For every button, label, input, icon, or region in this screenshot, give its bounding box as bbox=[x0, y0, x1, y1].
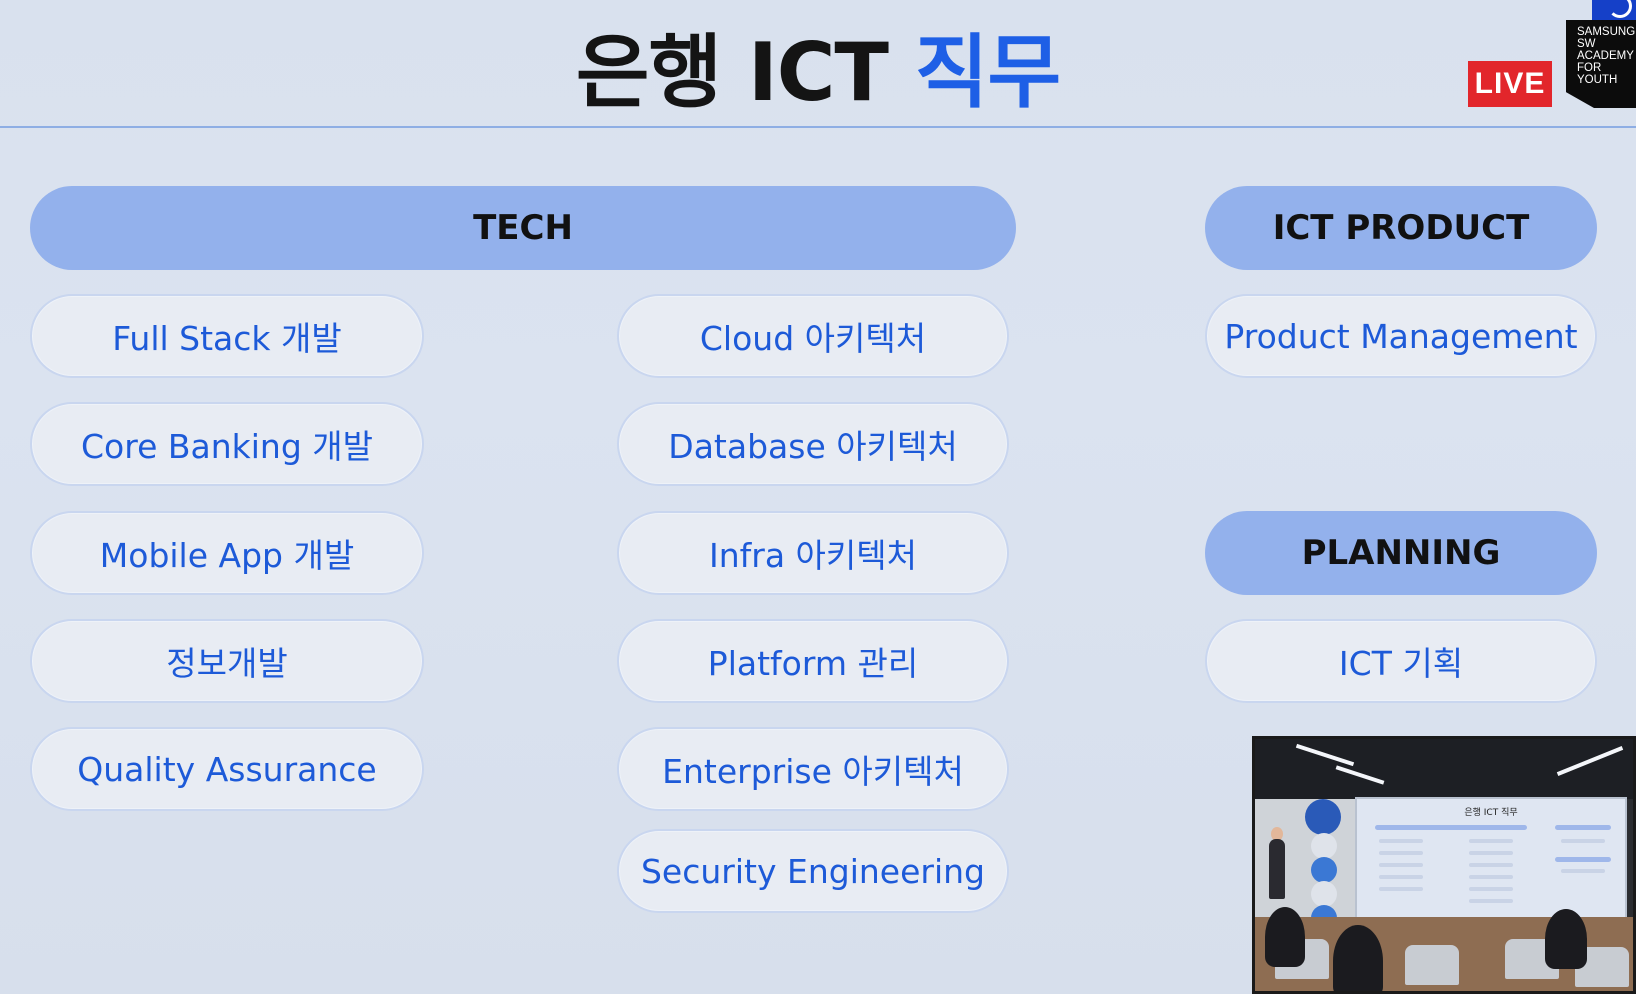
job-item-enterprise-architecture: Enterprise 아키텍처 bbox=[617, 727, 1009, 811]
job-item-ict-planning: ICT 기획 bbox=[1205, 619, 1597, 703]
slide-title-accent: 직무 bbox=[914, 26, 1061, 119]
chair bbox=[1405, 945, 1459, 985]
mini-item bbox=[1379, 875, 1423, 879]
presenter bbox=[1269, 839, 1285, 899]
mini-header-bar bbox=[1555, 857, 1611, 862]
mini-item bbox=[1561, 839, 1605, 843]
job-item-database-architecture: Database 아키텍처 bbox=[617, 402, 1009, 486]
logo-accent-icon bbox=[1592, 0, 1636, 22]
balloon bbox=[1305, 799, 1341, 835]
logo-line: ACADEMY bbox=[1577, 50, 1634, 62]
logo-line: YOUTH bbox=[1577, 74, 1618, 86]
slide-title-main: 은행 ICT bbox=[575, 26, 889, 119]
mini-item bbox=[1469, 887, 1513, 891]
balloon bbox=[1311, 833, 1337, 859]
presenter-head bbox=[1271, 827, 1283, 841]
logo-line: SAMSUNG bbox=[1577, 26, 1636, 38]
slide-title: 은행 ICT 직무 bbox=[0, 8, 1636, 124]
mini-header-bar bbox=[1375, 825, 1527, 830]
mini-header-bar bbox=[1555, 825, 1611, 830]
job-item-info-dev: 정보개발 bbox=[30, 619, 424, 703]
job-item-infra-architecture: Infra 아키텍처 bbox=[617, 511, 1009, 595]
projected-slide-title: 은행 ICT 직무 bbox=[1464, 808, 1518, 818]
job-item-cloud-architecture: Cloud 아키텍처 bbox=[617, 294, 1009, 378]
job-item-quality-assurance: Quality Assurance bbox=[30, 727, 424, 811]
mini-item bbox=[1469, 863, 1513, 867]
mini-item bbox=[1469, 851, 1513, 855]
job-item-product-management: Product Management bbox=[1205, 294, 1597, 378]
category-header-ict-product: ICT PRODUCT bbox=[1205, 186, 1597, 270]
audience-member bbox=[1265, 907, 1305, 967]
mini-item bbox=[1379, 863, 1423, 867]
logo-line: SW bbox=[1577, 38, 1596, 50]
mini-item bbox=[1379, 839, 1423, 843]
job-item-security-engineering: Security Engineering bbox=[617, 829, 1009, 913]
mini-item bbox=[1379, 887, 1423, 891]
logo-line: FOR bbox=[1577, 62, 1602, 74]
projected-slide: 은행 ICT 직무 bbox=[1355, 797, 1627, 921]
balloon bbox=[1311, 857, 1337, 883]
category-header-planning: PLANNING bbox=[1205, 511, 1597, 595]
audience-member bbox=[1333, 925, 1383, 991]
job-item-platform-management: Platform 관리 bbox=[617, 619, 1009, 703]
samsung-sw-academy-logo: SAMSUNG SW ACADEMY FOR YOUTH bbox=[1566, 20, 1636, 108]
mini-item bbox=[1561, 869, 1605, 873]
mini-item bbox=[1469, 875, 1513, 879]
audience-member bbox=[1545, 909, 1587, 969]
mini-item bbox=[1469, 839, 1513, 843]
camera-feed: 은행 ICT 직무 bbox=[1252, 736, 1636, 994]
mini-item bbox=[1469, 899, 1513, 903]
mini-item bbox=[1379, 851, 1423, 855]
job-item-full-stack: Full Stack 개발 bbox=[30, 294, 424, 378]
job-item-core-banking: Core Banking 개발 bbox=[30, 402, 424, 486]
balloon bbox=[1311, 881, 1337, 907]
category-header-tech: TECH bbox=[30, 186, 1016, 270]
live-badge: LIVE bbox=[1468, 61, 1552, 107]
job-item-mobile-app: Mobile App 개발 bbox=[30, 511, 424, 595]
title-divider bbox=[0, 126, 1636, 128]
